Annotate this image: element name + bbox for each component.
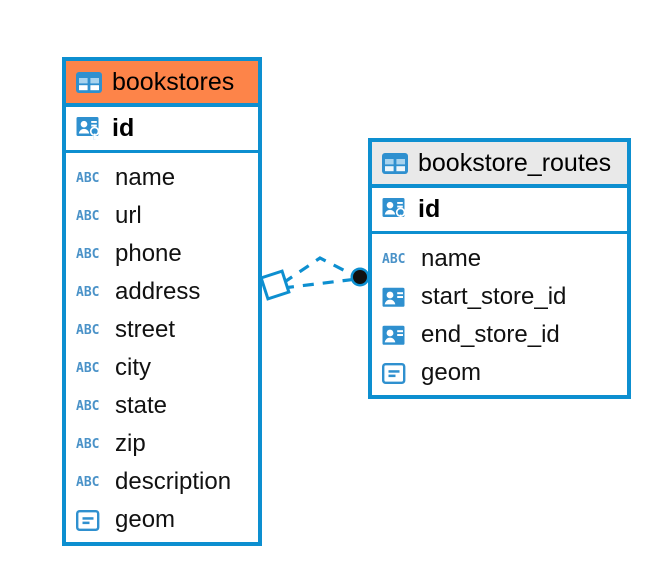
text-abc-icon: ABC (76, 170, 100, 186)
field-row[interactable]: ABC address (66, 273, 258, 311)
text-abc-icon: ABC (76, 246, 100, 262)
field-row[interactable]: ABC phone (66, 235, 258, 273)
field-list-bookstore-routes: ABC name start_store_id (372, 234, 627, 400)
table-grid-icon (76, 71, 102, 93)
field-label: address (115, 278, 201, 305)
geometry-icon (382, 362, 412, 384)
entity-table-bookstores[interactable]: bookstores id (62, 57, 262, 546)
field-row[interactable]: ABC zip (66, 425, 258, 463)
field-label: geom (421, 359, 482, 386)
field-row[interactable]: ABC name (66, 159, 258, 197)
primary-key-icon (76, 116, 103, 141)
text-abc-icon: ABC (76, 474, 100, 490)
field-row[interactable]: geom (372, 354, 627, 392)
field-row[interactable]: ABC name (372, 240, 627, 278)
foreign-key-icon (382, 325, 412, 346)
primary-key-row-bookstore-routes[interactable]: id (372, 188, 627, 234)
field-list-bookstores: ABC name ABC url ABC phone ABC address A… (66, 153, 258, 547)
primary-key-label: id (418, 195, 441, 223)
field-row[interactable]: ABC description (66, 463, 258, 501)
field-row[interactable]: geom (66, 501, 258, 539)
field-label: street (115, 316, 176, 343)
filled-circle-marker (350, 267, 370, 287)
entity-header-bookstores: bookstores (66, 61, 258, 107)
text-abc-icon: ABC (76, 208, 100, 224)
field-row[interactable]: ABC url (66, 197, 258, 235)
field-label: name (421, 245, 482, 272)
relationship-line-lower (282, 277, 358, 290)
entity-table-bookstore-routes[interactable]: bookstore_routes id ABC (368, 138, 631, 399)
field-row[interactable]: start_store_id (372, 278, 627, 316)
field-label: geom (115, 506, 176, 533)
field-label: zip (115, 430, 146, 457)
field-label: name (115, 164, 176, 191)
relationship-line-upper (282, 256, 358, 285)
entity-title: bookstore_routes (418, 148, 612, 177)
primary-key-icon (382, 197, 409, 222)
open-diamond-marker (259, 269, 291, 301)
foreign-key-icon (382, 287, 412, 308)
table-grid-icon (382, 152, 408, 174)
primary-key-label: id (112, 114, 135, 142)
text-abc-icon: ABC (76, 284, 100, 300)
text-abc-icon: ABC (76, 322, 100, 338)
text-abc-icon: ABC (76, 398, 100, 414)
field-label: phone (115, 240, 182, 267)
entity-title: bookstores (112, 67, 235, 96)
entity-header-bookstore-routes: bookstore_routes (372, 142, 627, 188)
field-row[interactable]: ABC street (66, 311, 258, 349)
field-label: end_store_id (421, 321, 560, 348)
field-label: start_store_id (421, 283, 567, 310)
field-row[interactable]: ABC city (66, 349, 258, 387)
field-label: state (115, 392, 168, 419)
text-abc-icon: ABC (76, 436, 100, 452)
field-row[interactable]: end_store_id (372, 316, 627, 354)
field-label: url (115, 202, 142, 229)
field-label: city (115, 354, 151, 381)
text-abc-icon: ABC (382, 251, 406, 267)
text-abc-icon: ABC (76, 360, 100, 376)
primary-key-row-bookstores[interactable]: id (66, 107, 258, 153)
field-row[interactable]: ABC state (66, 387, 258, 425)
field-label: description (115, 468, 232, 495)
geometry-icon (76, 509, 106, 531)
